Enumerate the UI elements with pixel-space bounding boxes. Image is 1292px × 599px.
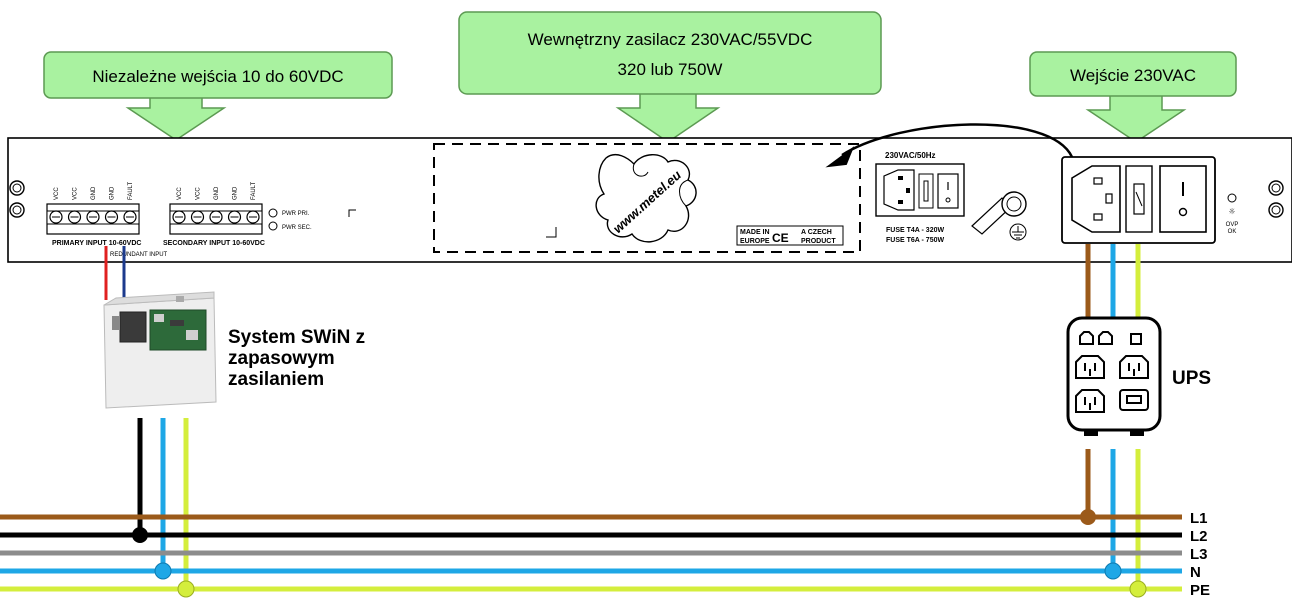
callout-right: Wejście 230VAC: [1029, 51, 1237, 143]
callout-left-box: [43, 51, 393, 99]
ovp-label-2: OK: [1228, 229, 1237, 235]
bus-label-l2: L2: [1190, 528, 1208, 545]
junction-dot-pe-ups: [1129, 580, 1147, 598]
rack-screw-icon: [1268, 180, 1284, 196]
callout-right-box: [1029, 51, 1237, 97]
ups-label: UPS: [1172, 368, 1211, 389]
callout-right-arrow: [1085, 93, 1187, 143]
callout-center: Wewnętrzny zasilacz 230VAC/55VDC 320 lub…: [458, 11, 882, 143]
ups-inlet-icon: [1098, 331, 1113, 345]
iec-socket-icon: [1071, 165, 1121, 233]
terminal-label: FAULT: [128, 181, 134, 200]
swin-label-line1: System SWiN z: [228, 327, 365, 348]
power-switch-icon: [937, 173, 959, 209]
ups-inlet-icon: [1079, 331, 1094, 345]
ovp-label-1: OVP: [1226, 222, 1239, 228]
pwr-sec-label: PWR SEC.: [282, 225, 312, 231]
terminal-label: GND: [233, 186, 239, 200]
bus-label-l3: L3: [1190, 546, 1208, 563]
terminal-label: VCC: [196, 187, 202, 200]
ce-mark-icon: CE: [772, 231, 789, 245]
primary-input-label: PRIMARY INPUT 10-60VDC: [52, 240, 141, 247]
czech-line2: PRODUCT: [801, 238, 836, 245]
ups-indicator-icon: [1130, 333, 1142, 345]
terminal-label: GND: [91, 186, 97, 200]
callout-left-arrow: [125, 95, 227, 141]
callout-left: Niezależne wejścia 10 do 60VDC: [43, 51, 393, 141]
swin-label-line2: zapasowym: [228, 348, 335, 369]
terminal-label: GND: [214, 186, 220, 200]
made-in-line2: EUROPE: [740, 238, 770, 245]
terminal-label: VCC: [177, 187, 183, 200]
terminal-label: VCC: [54, 187, 60, 200]
transformer-icon: [119, 311, 147, 343]
junction-dot-n-ups: [1104, 562, 1122, 580]
ups-outlet-icon: [1075, 355, 1105, 379]
rack-screw-icon: [9, 180, 25, 196]
made-in-line1: MADE IN: [740, 229, 770, 236]
swin-label-line3: zasilaniem: [228, 369, 324, 390]
arrow-head-icon: [825, 146, 855, 168]
secondary-input-label: SECONDARY INPUT 10-60VDC: [163, 240, 265, 247]
junction-dot-pe: [177, 580, 195, 598]
rack-screw-icon: [1268, 202, 1284, 218]
bus-label-l1: L1: [1190, 510, 1208, 527]
ups-usb-port-icon: [1119, 389, 1149, 411]
bus-label-n: N: [1190, 564, 1201, 581]
terminal-label: GND: [110, 186, 116, 200]
terminal-label: VCC: [73, 187, 79, 200]
callout-center-line1: Wewnętrzny zasilacz 230VAC/55VDC: [528, 30, 813, 49]
ground-symbol-icon: [1009, 223, 1027, 241]
callout-left-text: Niezależne wejścia 10 do 60VDC: [92, 67, 343, 86]
callout-right-text: Wejście 230VAC: [1070, 66, 1196, 85]
ground-lug-icon: [971, 191, 1027, 241]
callout-center-line2: 320 lub 750W: [618, 60, 723, 79]
ups-outlet-icon: [1075, 389, 1105, 413]
corner-mark-icon: [348, 209, 356, 217]
junction-dot-n: [154, 562, 172, 580]
rack-screw-icon: [9, 202, 25, 218]
iec-socket-icon: [883, 169, 915, 211]
rocker-switch-icon: [1159, 165, 1207, 233]
certification-badges: MADE IN EUROPE CE A CZECH PRODUCT: [736, 225, 844, 246]
junction-dot-l1: [1080, 509, 1096, 525]
terminal-block-primary: [46, 203, 140, 235]
fuse-label-2: FUSE T6A - 750W: [886, 237, 944, 244]
swin-enclosure-image: [103, 291, 217, 409]
fuse-label-1: FUSE T4A - 320W: [886, 227, 944, 234]
callout-center-box: [458, 11, 882, 95]
fuse-drawer-icon: [1125, 165, 1153, 233]
terminal-block-secondary: [169, 203, 263, 235]
sun-icon: ☼: [1228, 207, 1235, 216]
ac-rating-label: 230VAC/50Hz: [885, 151, 936, 160]
czech-line1: A CZECH: [801, 229, 832, 236]
redundant-input-label: REDUNDANT INPUT: [110, 252, 168, 258]
ovp-led-icon: [1227, 193, 1237, 203]
internal-psu-area: [433, 143, 861, 253]
bus-label-pe: PE: [1190, 582, 1210, 599]
puzzle-icon: [595, 154, 697, 243]
metel-logo: www.metel.eu: [595, 154, 697, 243]
pwr-pri-label: PWR PRI.: [282, 211, 310, 217]
callout-center-arrow: [615, 91, 721, 143]
ups-unit: [1066, 316, 1162, 436]
pwr-sec-led-icon: [268, 221, 278, 231]
junction-dot-l2: [132, 527, 148, 543]
fuse-holder-icon: [918, 173, 934, 209]
ups-outlet-icon: [1119, 355, 1149, 379]
connection-arrow: [841, 123, 1074, 158]
rack-panel: VCC VCC GND GND FAULT VCC VCC GND GND FAULT PRIMA…: [7, 123, 1292, 263]
small-iec-socket: [875, 163, 965, 217]
terminal-label: FAULT: [251, 181, 257, 200]
pwr-pri-led-icon: [268, 208, 278, 218]
swin-device: System SWiN z zapasowym zasilaniem: [103, 246, 365, 409]
main-iec-inlet: [1061, 156, 1216, 244]
